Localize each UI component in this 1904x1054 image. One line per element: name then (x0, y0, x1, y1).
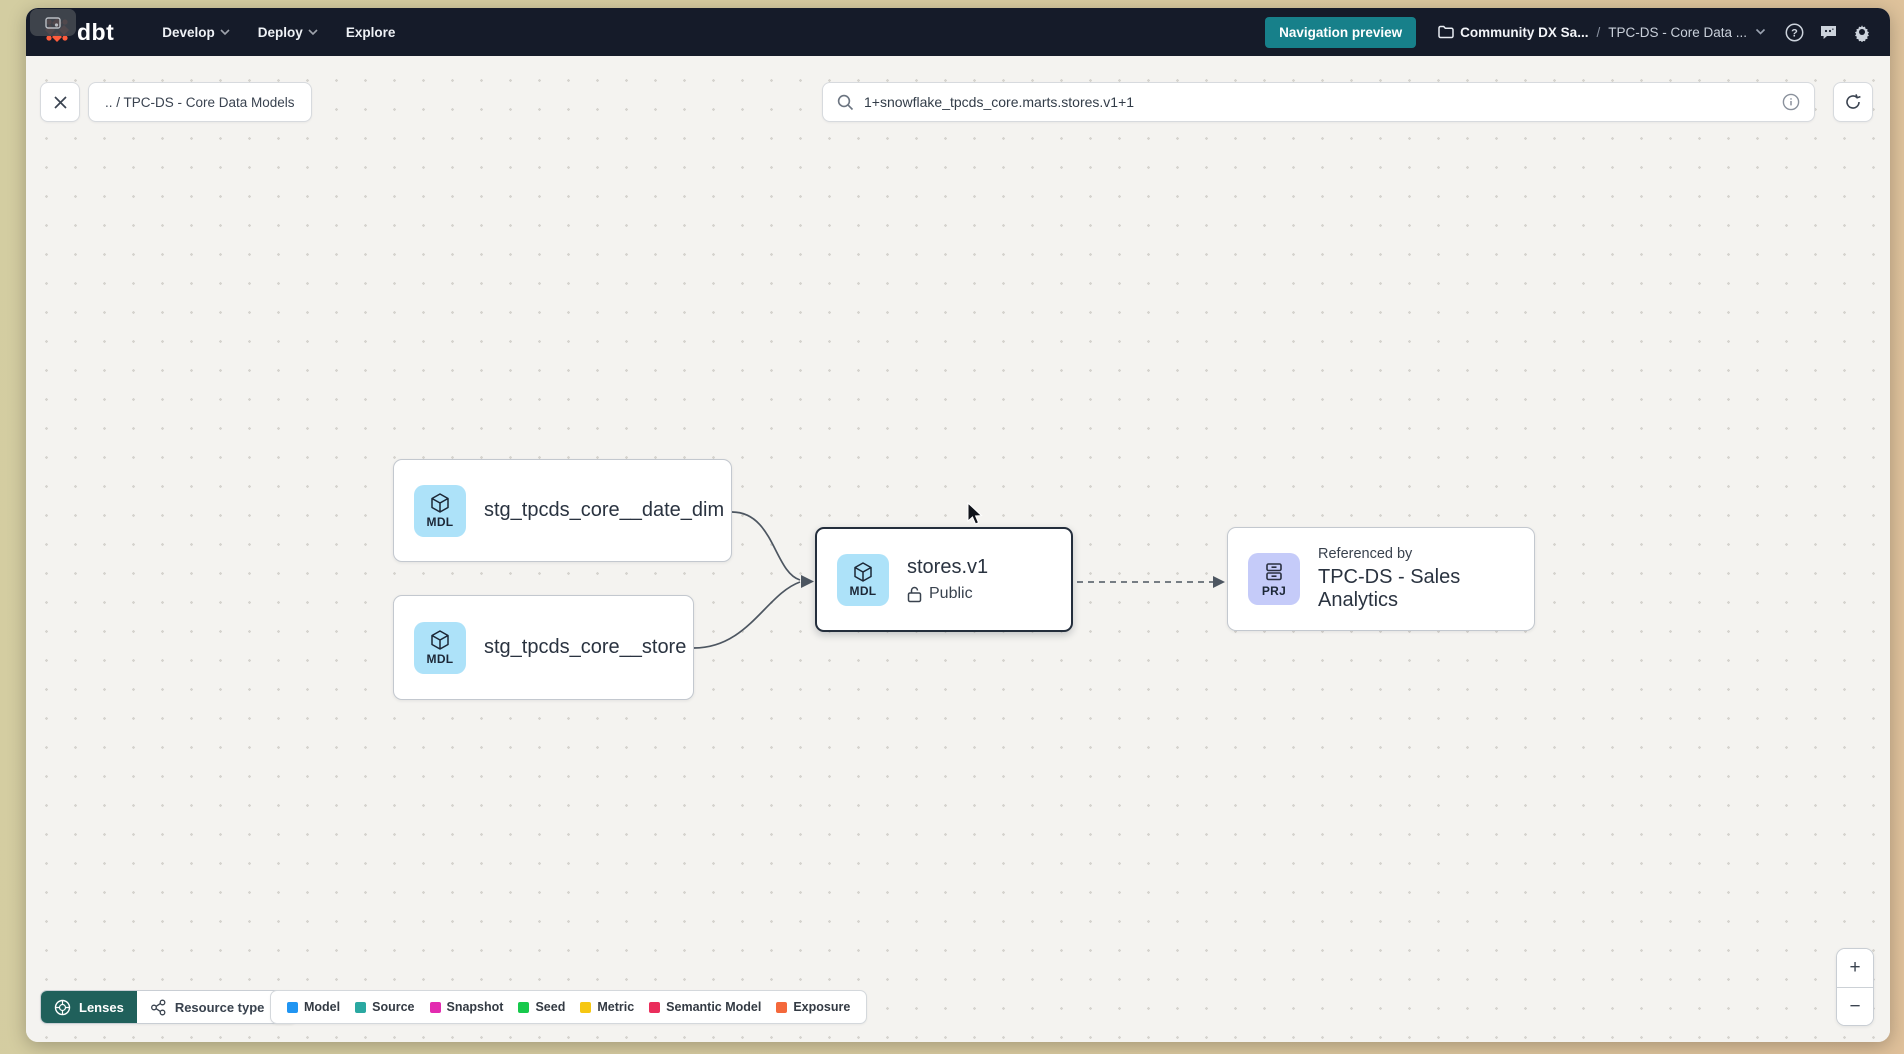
legend-swatch (430, 1002, 441, 1013)
account-switcher[interactable]: Community DX Sa... (1438, 25, 1588, 40)
zoom-control: + − (1836, 948, 1874, 1026)
screen-capture-artifact (30, 9, 76, 36)
node-stg-tpcds-core-date-dim[interactable]: MDL stg_tpcds_core__date_dim (393, 459, 732, 562)
chevron-down-icon (308, 29, 318, 36)
legend-item-source: Source (355, 1000, 414, 1014)
info-icon[interactable] (1782, 93, 1800, 111)
model-badge: MDL (414, 622, 466, 674)
node-stg-tpcds-core-store[interactable]: MDL stg_tpcds_core__store (393, 595, 694, 700)
legend-swatch (580, 1002, 591, 1013)
project-archive-icon (1263, 561, 1285, 583)
chevron-down-icon (1755, 28, 1766, 36)
model-cube-icon (429, 492, 451, 514)
model-badge: MDL (414, 485, 466, 537)
legend-item-semantic-model: Semantic Model (649, 1000, 761, 1014)
resource-type-legend: Model Source Snapshot Seed Metric Semant… (270, 990, 867, 1024)
legend-swatch (518, 1002, 529, 1013)
node-stores-v1[interactable]: MDL stores.v1 Public (815, 527, 1073, 632)
lineage-breadcrumb-chip[interactable]: .. / TPC-DS - Core Data Models (88, 82, 312, 122)
lenses-button[interactable]: Lenses (41, 991, 137, 1023)
lens-control-group: Lenses Resource type (40, 990, 297, 1024)
nav-icon-group: ? (1784, 22, 1872, 42)
resource-nodes-icon (150, 999, 167, 1016)
model-cube-icon (429, 629, 451, 651)
legend-swatch (776, 1002, 787, 1013)
zoom-out-button[interactable]: − (1837, 987, 1873, 1025)
window-icon (45, 17, 61, 29)
node-title: TPC-DS - Sales Analytics (1318, 566, 1514, 612)
breadcrumb-separator: / (1596, 25, 1600, 40)
refresh-icon (1844, 93, 1862, 111)
folder-icon (1438, 25, 1454, 39)
feedback-icon[interactable] (1818, 22, 1838, 42)
access-label: Public (929, 585, 973, 603)
svg-text:?: ? (1791, 27, 1798, 39)
close-lineage-button[interactable] (40, 82, 80, 122)
legend-item-seed: Seed (518, 1000, 565, 1014)
legend-swatch (287, 1002, 298, 1013)
legend-item-model: Model (287, 1000, 340, 1014)
refresh-graph-button[interactable] (1833, 82, 1873, 122)
node-referenced-by-project[interactable]: PRJ Referenced by TPC-DS - Sales Analyti… (1227, 527, 1535, 631)
nav-item-deploy[interactable]: Deploy (244, 8, 332, 56)
brand-word: dbt (77, 19, 114, 46)
search-input[interactable] (864, 94, 1772, 110)
project-name[interactable]: TPC-DS - Core Data ... (1608, 25, 1747, 40)
node-title: stg_tpcds_core__date_dim (484, 499, 724, 522)
project-badge: PRJ (1248, 553, 1300, 605)
legend-item-snapshot: Snapshot (430, 1000, 504, 1014)
close-icon (53, 95, 68, 110)
legend-item-metric: Metric (580, 1000, 634, 1014)
nav-item-develop[interactable]: Develop (148, 8, 244, 56)
legend-swatch (355, 1002, 366, 1013)
settings-gear-icon[interactable] (1852, 22, 1872, 42)
lens-aperture-icon (54, 999, 71, 1016)
node-title: stores.v1 (907, 556, 988, 579)
node-pretitle: Referenced by (1318, 546, 1514, 562)
navigation-preview-button[interactable]: Navigation preview (1265, 17, 1416, 48)
access-row: Public (907, 585, 988, 603)
legend-item-exposure: Exposure (776, 1000, 850, 1014)
account-name: Community DX Sa... (1460, 25, 1588, 40)
search-icon (837, 94, 854, 111)
app-window: dbt Develop Deploy Explore Navigation pr… (26, 8, 1890, 1042)
model-cube-icon (852, 561, 874, 583)
top-nav: dbt Develop Deploy Explore Navigation pr… (26, 8, 1890, 56)
public-unlock-icon (907, 586, 922, 603)
zoom-in-button[interactable]: + (1837, 949, 1873, 987)
legend-swatch (649, 1002, 660, 1013)
nav-item-explore[interactable]: Explore (332, 8, 410, 56)
node-title: stg_tpcds_core__store (484, 636, 686, 659)
model-badge: MDL (837, 554, 889, 606)
breadcrumb: Community DX Sa... / TPC-DS - Core Data … (1438, 25, 1766, 40)
help-icon[interactable]: ? (1784, 22, 1804, 42)
lineage-search-box[interactable] (822, 82, 1815, 122)
chevron-down-icon (220, 29, 230, 36)
